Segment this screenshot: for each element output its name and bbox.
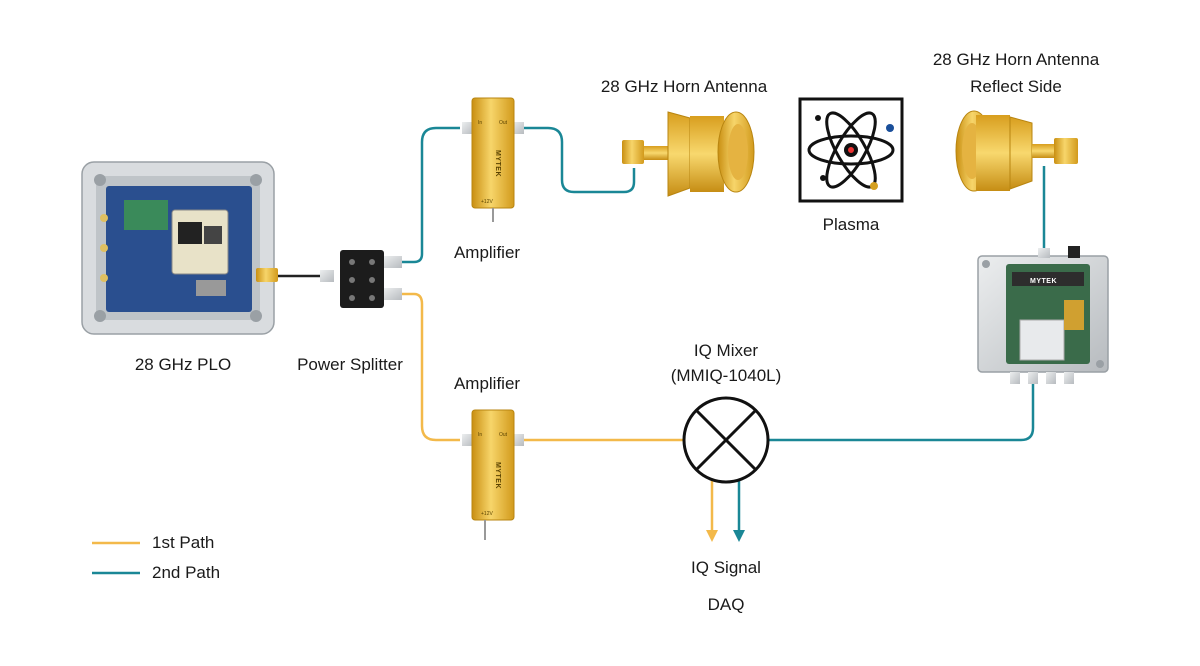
horn-antenna-tx bbox=[622, 111, 755, 197]
amp-bottom-in: In bbox=[478, 432, 482, 438]
iq-signal-label: IQ Signal bbox=[691, 558, 761, 577]
mixer-label-1: IQ Mixer bbox=[694, 341, 759, 360]
cable-path2-amp-horn bbox=[524, 126, 636, 194]
receiver-brand: MYTEK bbox=[1030, 278, 1057, 285]
iq-output-path2-arrow bbox=[733, 530, 745, 542]
horn-rx-label-1: 28 GHz Horn Antenna bbox=[933, 50, 1100, 69]
legend-label-path1: 1st Path bbox=[152, 533, 214, 552]
amp-top-brand: MYTEK bbox=[494, 150, 501, 177]
legend: 1st Path 2nd Path bbox=[92, 533, 220, 582]
plo-label: 28 GHz PLO bbox=[135, 355, 231, 374]
daq-label: DAQ bbox=[708, 595, 745, 614]
cable-path2-splitter-amp bbox=[402, 126, 460, 264]
iq-mixer-symbol bbox=[682, 396, 770, 484]
legend-label-path2: 2nd Path bbox=[152, 563, 220, 582]
amplifier-bottom: In Out MYTEK +12V bbox=[462, 409, 524, 540]
amp-bottom-out: Out bbox=[499, 432, 508, 438]
amp-top-in: In bbox=[478, 120, 482, 126]
amplifier-top: In Out MYTEK +12V bbox=[462, 97, 524, 222]
cable-path2-receiver-mixer bbox=[768, 380, 1035, 442]
mixer-label-2: (MMIQ-1040L) bbox=[671, 366, 782, 385]
horn-antenna-rx bbox=[955, 110, 1078, 192]
amp-bottom-brand: MYTEK bbox=[494, 462, 501, 489]
cable-path1-splitter-amp bbox=[402, 292, 460, 442]
cables bbox=[278, 126, 1046, 542]
plasma-label: Plasma bbox=[823, 215, 880, 234]
amp-top-supply: +12V bbox=[481, 199, 493, 205]
splitter-label: Power Splitter bbox=[297, 355, 403, 374]
amp-bottom-label: Amplifier bbox=[454, 374, 520, 393]
amp-top-label: Amplifier bbox=[454, 243, 520, 262]
power-splitter bbox=[320, 250, 402, 308]
amp-top-out: Out bbox=[499, 120, 508, 126]
iq-output-path1-arrow bbox=[706, 530, 718, 542]
horn-rx-label-2: Reflect Side bbox=[970, 77, 1062, 96]
amp-bottom-supply: +12V bbox=[481, 511, 493, 517]
receiver-module: MYTEK bbox=[977, 246, 1109, 384]
plasma-icon bbox=[798, 97, 904, 203]
horn-tx-label: 28 GHz Horn Antenna bbox=[601, 77, 768, 96]
plo-device bbox=[81, 161, 278, 335]
